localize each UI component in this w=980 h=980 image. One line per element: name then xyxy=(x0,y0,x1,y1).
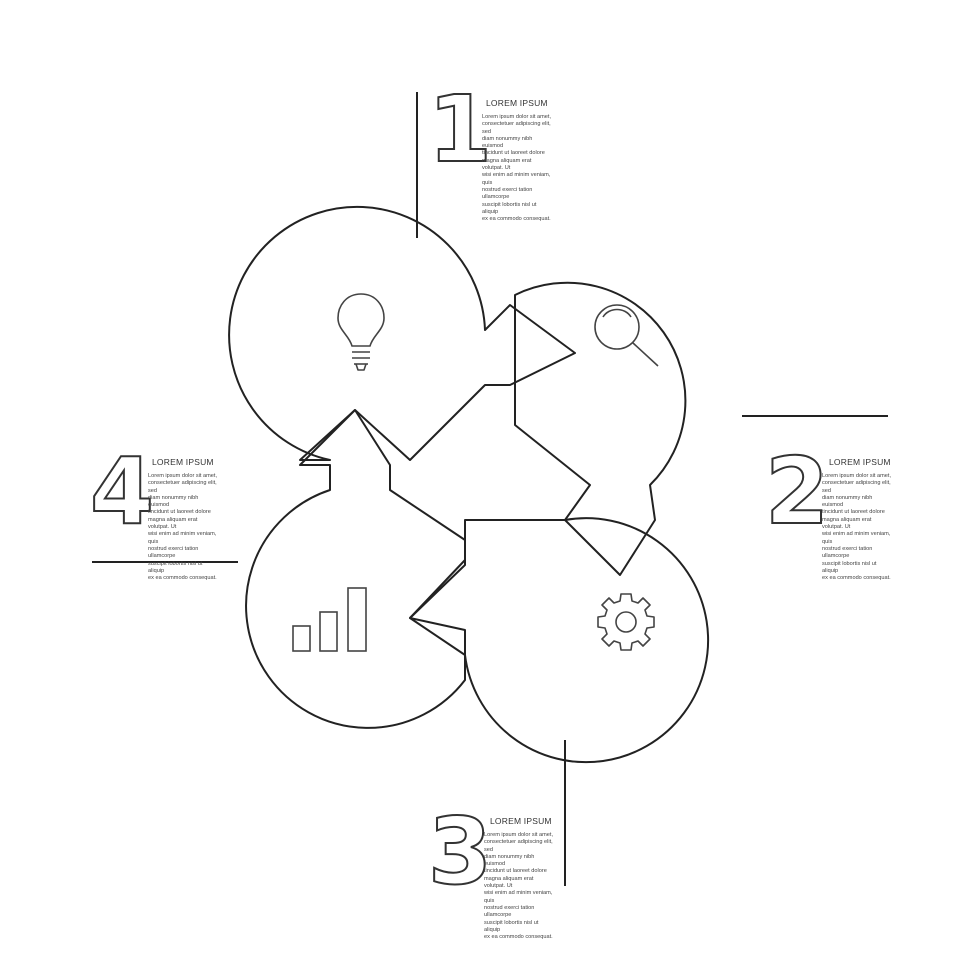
step-2-number: 2 xyxy=(764,438,830,545)
bar-chart-icon xyxy=(292,587,367,652)
step-4-number: 4 xyxy=(89,438,155,545)
step-2-shape xyxy=(514,281,687,576)
step-3-title: LOREM IPSUM xyxy=(490,816,552,826)
step-4-shape xyxy=(245,409,466,729)
step-1-title: LOREM IPSUM xyxy=(486,98,548,108)
gear-icon xyxy=(597,593,655,651)
step-2-title: LOREM IPSUM xyxy=(829,457,891,467)
step-3-shape xyxy=(409,517,710,764)
step-4-title: LOREM IPSUM xyxy=(152,457,214,467)
step-3-number: 3 xyxy=(427,798,493,905)
step-2-body: Lorem ipsum dolor sit amet, consectetuer… xyxy=(822,473,892,582)
step-1-shape xyxy=(228,205,576,461)
step-4-body: Lorem ipsum dolor sit amet, consectetuer… xyxy=(148,473,218,582)
magnifier-icon xyxy=(594,304,659,367)
lightbulb-icon xyxy=(337,293,385,371)
step-1-number: 1 xyxy=(427,76,493,183)
step-1-body: Lorem ipsum dolor sit amet, consectetuer… xyxy=(482,114,552,223)
step-3-body: Lorem ipsum dolor sit amet, consectetuer… xyxy=(484,832,554,941)
